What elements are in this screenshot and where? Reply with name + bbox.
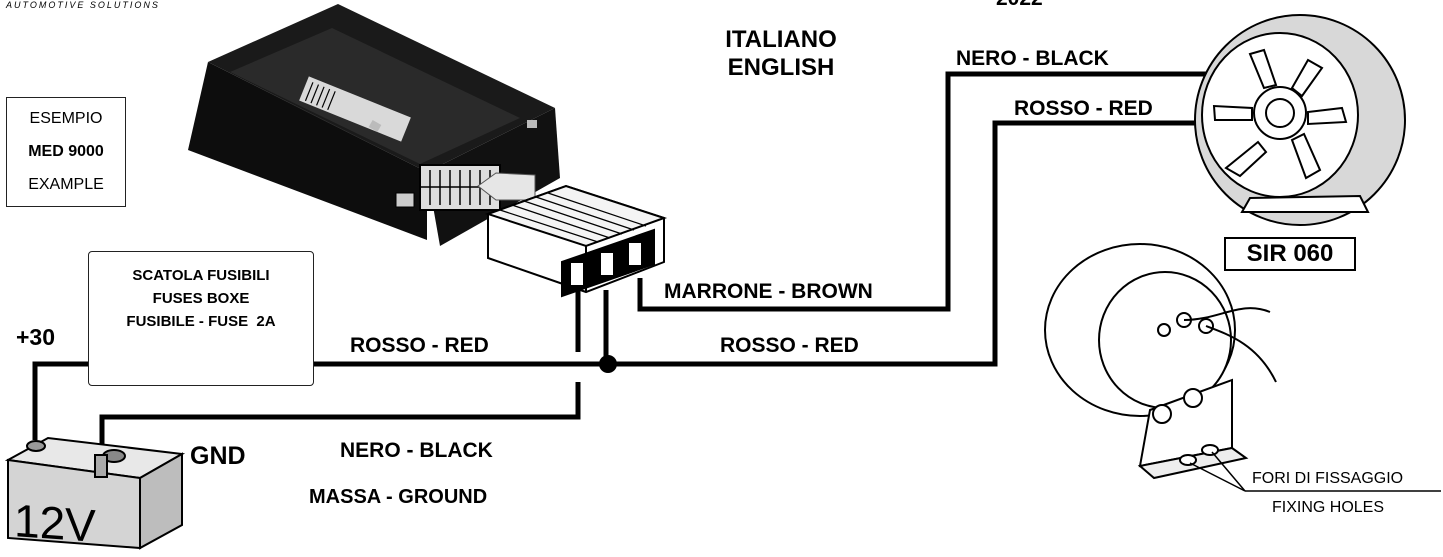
fuse-box-line2: FUSES BOXE xyxy=(152,290,250,307)
fixing-line2: FIXING HOLES xyxy=(1272,499,1385,516)
siren-top xyxy=(1194,14,1406,226)
label-gnd: GND xyxy=(190,442,246,470)
fuse-box-line1: SCATOLA FUSIBILI xyxy=(132,267,270,284)
label-red-left: ROSSO - RED xyxy=(350,334,489,357)
label-plus30: +30 xyxy=(16,324,56,350)
label-black-top: NERO - BLACK xyxy=(956,47,1109,70)
brand-tagline: AUTOMOTIVE SOLUTIONS xyxy=(6,0,160,10)
label-black-bottom: NERO - BLACK xyxy=(340,439,493,462)
siren-model: SIR 060 xyxy=(1246,240,1334,267)
fuse-box-line3: FUSIBILE - FUSE 2A xyxy=(126,313,276,330)
junction-dot xyxy=(599,355,617,373)
example-line3: EXAMPLE xyxy=(28,176,104,194)
battery-label: 12V xyxy=(14,494,96,552)
control-unit xyxy=(188,4,560,246)
fixing-line1: FORI DI FISSAGGIO xyxy=(1252,470,1404,487)
fuse-box: SCATOLA FUSIBILI FUSES BOXE FUSIBILE - F… xyxy=(88,251,314,386)
wires xyxy=(32,71,1207,458)
siren-model-box: SIR 060 xyxy=(1224,237,1356,271)
label-ground: MASSA - GROUND xyxy=(309,486,488,508)
insert-arrow xyxy=(477,172,536,201)
lang-english: ENGLISH xyxy=(727,54,835,81)
siren-bottom xyxy=(1044,243,1277,480)
label-red-top: ROSSO - RED xyxy=(1014,97,1153,120)
harness-connector xyxy=(484,184,668,298)
fixing-leader xyxy=(1189,451,1441,492)
example-line2: MED 9000 xyxy=(28,142,104,160)
label-brown: MARRONE - BROWN xyxy=(664,280,873,303)
example-box: ESEMPIO MED 9000 EXAMPLE xyxy=(6,97,126,207)
label-red-right: ROSSO - RED xyxy=(720,334,859,357)
lang-italian: ITALIANO xyxy=(725,26,837,53)
battery xyxy=(4,436,186,550)
wire-plus30-red xyxy=(32,120,1207,440)
wire-brown-black xyxy=(637,71,1207,312)
example-line1: ESEMPIO xyxy=(29,109,103,127)
language-heading: ITALIANO ENGLISH xyxy=(696,28,866,80)
year-label: 2022 xyxy=(996,0,1043,9)
wire-ground xyxy=(99,382,581,458)
